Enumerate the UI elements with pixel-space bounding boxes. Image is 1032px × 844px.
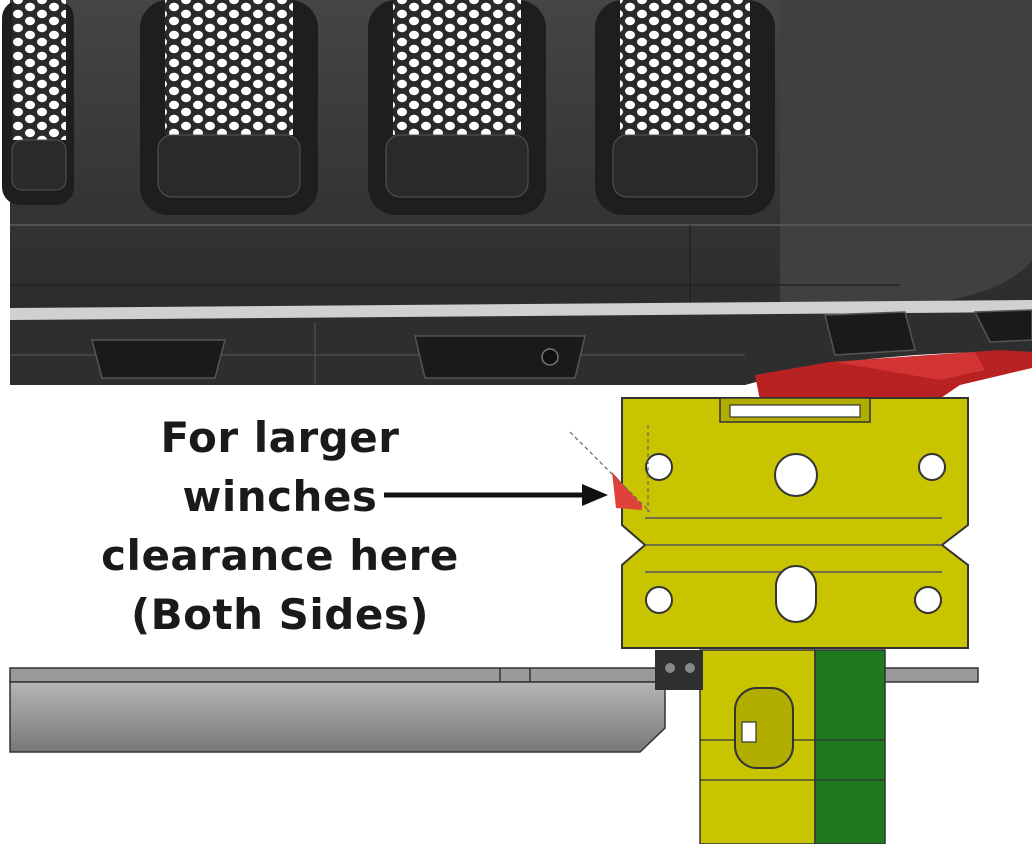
grille-slot	[2, 0, 74, 205]
bumper-tab	[824, 311, 916, 356]
clearance-annotation: For larger winches clearance here (Both …	[82, 408, 478, 644]
winch-bracket	[621, 397, 969, 649]
bumper-tab	[973, 309, 1032, 343]
winch-mount	[755, 350, 1032, 402]
annotation-line-4: (Both Sides)	[130, 590, 430, 639]
annotation-line-1: For larger	[160, 413, 400, 462]
frame-tube	[655, 649, 886, 844]
annotation-line-3: clearance here	[101, 531, 459, 580]
grille-slot	[368, 0, 546, 215]
grille-assembly	[2, 0, 1032, 385]
grille-corner	[780, 0, 1032, 305]
bumper-tab	[414, 335, 586, 379]
grille-slot	[595, 0, 775, 215]
clearance-highlight	[569, 425, 651, 513]
grille-slot	[140, 0, 318, 215]
bumper-bolt	[541, 348, 559, 366]
bumper-tab	[91, 339, 226, 379]
annotation-line-2: winches	[182, 472, 378, 521]
arrow-right-icon	[384, 484, 608, 506]
